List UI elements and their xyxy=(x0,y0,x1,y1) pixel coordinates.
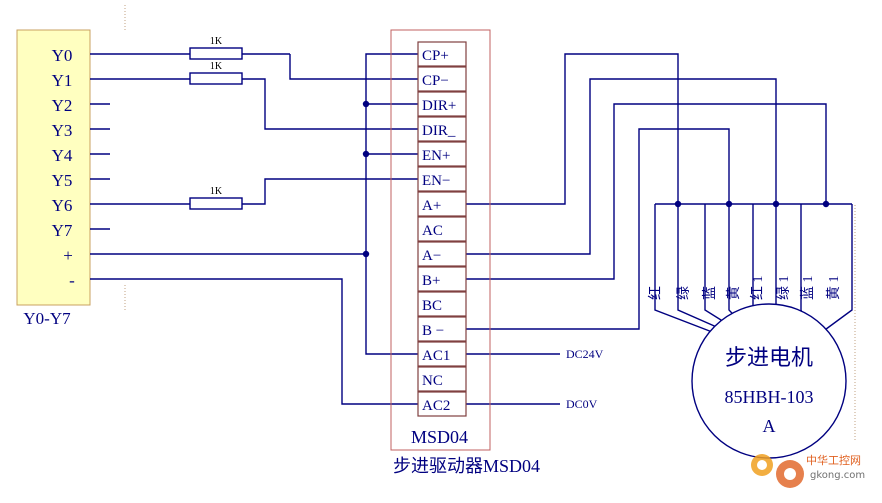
plc-output-y7: Y7 xyxy=(52,221,73,240)
junction-dots xyxy=(362,100,830,258)
plc-output-y4: Y4 xyxy=(52,146,73,165)
plc-output-y3: Y3 xyxy=(52,121,73,140)
resistor-label: 1K xyxy=(210,61,223,72)
terminal-box xyxy=(417,216,467,242)
terminal-box xyxy=(417,291,467,317)
plc-minus: - xyxy=(69,271,75,290)
motor-wire-label: 黄 xyxy=(725,286,742,300)
resistor-label: 1K xyxy=(210,36,223,47)
terminal-label: A+ xyxy=(422,198,441,214)
dc0v-label: DC0V xyxy=(566,397,598,411)
motor-wire-label: 绿 xyxy=(676,286,692,300)
terminal-label: EN− xyxy=(422,173,450,189)
terminal-label: EN+ xyxy=(422,148,450,164)
plc-output-y6: Y6 xyxy=(52,196,73,215)
plc-plus: + xyxy=(63,246,73,265)
wires xyxy=(90,53,853,405)
plc-output-y1: Y1 xyxy=(52,71,73,90)
plc-output-y5: Y5 xyxy=(52,171,73,190)
driver-box xyxy=(390,29,491,451)
terminal-box xyxy=(417,41,467,67)
terminal-box xyxy=(417,316,467,342)
resistors xyxy=(189,47,243,210)
resistor-label: 1K xyxy=(210,186,223,197)
terminal-box xyxy=(417,266,467,292)
motor-wire-label: 红 1 xyxy=(750,276,766,301)
terminal-box xyxy=(417,66,467,92)
terminal-label: AC1 xyxy=(422,348,450,364)
terminal-box xyxy=(417,341,467,367)
watermark: 中华工控网 gkong.com xyxy=(751,453,865,488)
terminal-label: AC2 xyxy=(422,398,450,414)
motor-wire-label: 红 xyxy=(648,286,664,300)
terminal-box xyxy=(417,91,467,117)
driver-caption: 步进驱动器MSD04 xyxy=(393,456,540,476)
motor-wire-label: 蓝 xyxy=(702,286,718,300)
plc-output-y0: Y0 xyxy=(52,46,73,65)
terminal-label: DIR_ xyxy=(422,123,456,139)
terminal-label: BC xyxy=(422,298,442,314)
plc-block xyxy=(16,29,91,306)
terminal-box xyxy=(417,191,467,217)
motor-wire-label: 绿 1 xyxy=(776,276,792,301)
plc-output-y2: Y2 xyxy=(52,96,73,115)
terminal-label: B − xyxy=(422,323,444,339)
watermark-url: gkong.com xyxy=(810,470,865,481)
motor-name: 步进电机 xyxy=(725,345,813,370)
terminal-box xyxy=(417,366,467,392)
terminal-label: NC xyxy=(422,373,443,389)
terminal-label: B+ xyxy=(422,273,440,289)
driver-model: MSD04 xyxy=(411,427,468,447)
terminal-box xyxy=(417,141,467,167)
terminal-box xyxy=(417,241,467,267)
motor-wire-label: 黄 1 xyxy=(825,276,842,301)
terminal-box xyxy=(417,166,467,192)
plc-caption: Y0-Y7 xyxy=(23,309,71,328)
terminal-label: AC xyxy=(422,223,443,239)
terminal-label: A− xyxy=(422,248,441,264)
motor-wire-label: 蓝 1 xyxy=(800,276,816,301)
terminal-label: CP− xyxy=(422,73,449,89)
dc24v-label: DC24V xyxy=(566,347,604,361)
terminal-label: DIR+ xyxy=(422,98,456,114)
terminal-box xyxy=(417,391,467,417)
terminal-box xyxy=(417,116,467,142)
motor-suffix: A xyxy=(763,416,776,436)
terminal-label: CP+ xyxy=(422,48,449,64)
watermark-brand: 中华工控网 xyxy=(806,453,861,467)
motor-model: 85HBH-103 xyxy=(725,387,814,407)
